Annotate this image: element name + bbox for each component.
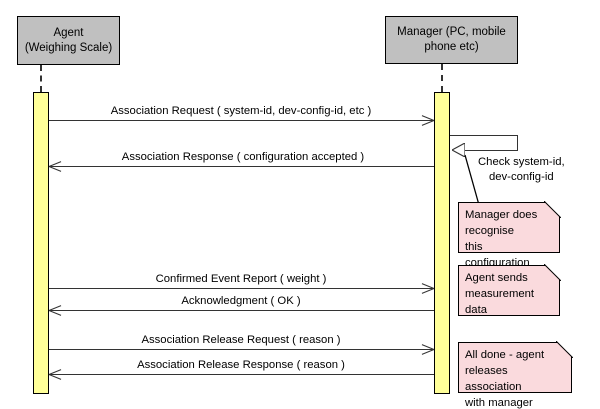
participant-agent-label-line2: (Weighing Scale) bbox=[24, 41, 113, 54]
message-line-2 bbox=[49, 288, 434, 289]
note-agent-sends-measurement: Agent sends measurement data bbox=[458, 264, 561, 316]
message-line-0 bbox=[49, 120, 434, 121]
message-label-5: Association Release Response ( reason ) bbox=[137, 359, 345, 371]
lifeline-manager bbox=[441, 64, 443, 92]
note-text: All done - agent releases association wi… bbox=[465, 349, 545, 409]
note-manager-recognises: Manager does recognise this configuratio… bbox=[458, 201, 561, 269]
participant-manager-label: Manager (PC, mobile phone etc) bbox=[397, 25, 506, 55]
participant-agent[interactable]: Agent (Weighing Scale) bbox=[17, 16, 120, 65]
message-label-3: Acknowledgment ( OK ) bbox=[181, 295, 301, 307]
note-text: Manager does recognise this configuratio… bbox=[465, 209, 538, 269]
message-line-3 bbox=[49, 310, 434, 311]
note-body bbox=[458, 202, 560, 253]
self-message-arrowhead-icon bbox=[452, 143, 465, 157]
self-message-segment-right bbox=[517, 135, 518, 151]
message-label-4: Association Release Request ( reason ) bbox=[141, 334, 341, 346]
note-fold-corner-icon bbox=[544, 264, 561, 281]
message-line-5 bbox=[49, 374, 434, 375]
note-connector-line bbox=[464, 154, 480, 206]
note-fold-corner-icon bbox=[544, 201, 561, 218]
note-all-done-release: All done - agent releases association wi… bbox=[458, 341, 573, 409]
participant-agent-label-line1: Agent bbox=[53, 26, 84, 39]
self-message-label-line1: Check system-id, bbox=[478, 156, 565, 168]
participant-manager[interactable]: Manager (PC, mobile phone etc) bbox=[385, 16, 518, 64]
self-message-label-line2: dev-config-id bbox=[488, 171, 554, 183]
self-message-segment-bottom bbox=[464, 150, 518, 151]
activation-bar-agent bbox=[33, 92, 49, 394]
participant-manager-label-line1: Manager (PC, mobile bbox=[397, 26, 506, 38]
message-label-2: Confirmed Event Report ( weight ) bbox=[155, 273, 327, 285]
participant-agent-label: Agent (Weighing Scale) bbox=[25, 26, 112, 56]
self-message-segment-top bbox=[450, 135, 518, 136]
message-label-0: Association Request ( system-id, dev-con… bbox=[110, 105, 372, 117]
message-line-1 bbox=[49, 166, 434, 167]
note-text: Agent sends measurement data bbox=[465, 272, 535, 316]
participant-manager-label-line2: phone etc) bbox=[424, 41, 479, 53]
note-body bbox=[458, 265, 560, 316]
lifeline-agent bbox=[40, 65, 42, 92]
note-fold-corner-icon bbox=[556, 341, 573, 358]
note-body bbox=[458, 342, 572, 393]
message-line-4 bbox=[49, 349, 434, 350]
self-message-label: Check system-id, dev-config-id bbox=[478, 155, 565, 185]
message-label-1: Association Response ( configuration acc… bbox=[121, 151, 365, 163]
activation-bar-manager bbox=[434, 92, 450, 394]
